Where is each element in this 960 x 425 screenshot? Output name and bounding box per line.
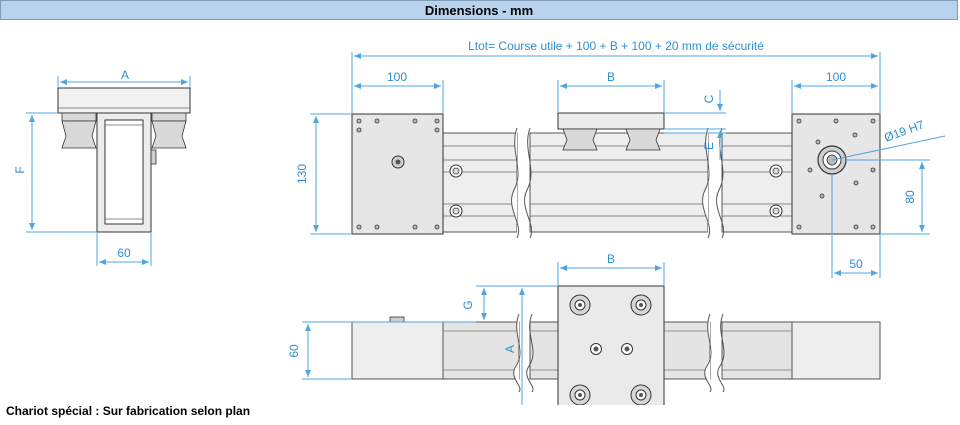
carriage-screws — [569, 294, 652, 405]
left-end-plate — [351, 113, 444, 235]
end-view-f-label: F — [13, 166, 27, 173]
dimensions-header: Dimensions - mm — [0, 0, 958, 20]
end-view-a-label: A — [121, 68, 129, 82]
special-carriage-note: Chariot spécial : Sur fabrication selon … — [6, 404, 251, 418]
end-view: A F 60 — [13, 68, 191, 266]
front-view: Ltot= Course utile + 100 + B + 100 + 20 … — [295, 39, 946, 278]
c-label: C — [702, 94, 716, 103]
bottom-g-label: G — [461, 300, 475, 309]
height-80-label: 80 — [903, 190, 917, 204]
width-50-label: 50 — [849, 257, 863, 271]
bottom-a-label: A — [503, 345, 517, 353]
bore-label: Ø19 H7 — [882, 117, 926, 144]
header-title: Dimensions - mm — [424, 3, 534, 18]
bottom-60-label: 60 — [287, 344, 301, 358]
end-view-wheels — [61, 112, 187, 149]
top-b-label: B — [607, 70, 615, 84]
height-130-label: 130 — [295, 164, 309, 184]
bottom-b-label: B — [607, 252, 615, 266]
front-view-carriage — [557, 112, 665, 151]
top-view: B G A 60 — [287, 252, 881, 405]
e-label: E — [702, 142, 716, 150]
ltot-label: Ltot= Course utile + 100 + B + 100 + 20 … — [468, 39, 764, 53]
top-100-right-label: 100 — [826, 70, 846, 84]
front-view-rail — [442, 127, 793, 239]
technical-drawing: A F 60 — [13, 39, 946, 405]
top-100-left-label: 100 — [387, 70, 407, 84]
end-view-carriage-plate — [57, 87, 191, 114]
end-view-60-label: 60 — [117, 246, 131, 260]
